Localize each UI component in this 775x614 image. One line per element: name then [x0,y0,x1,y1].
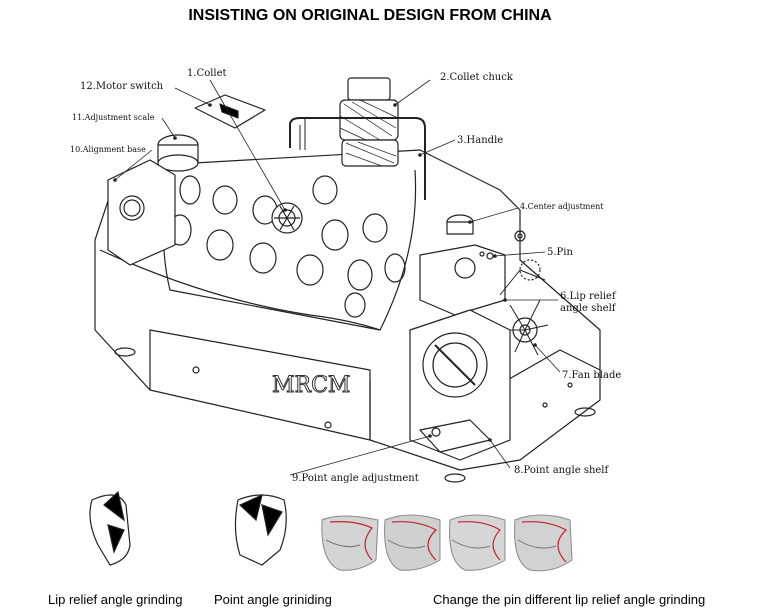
foot-left [114,347,136,357]
callout-alignment-base: 10.Alignment base [70,145,146,154]
drill-tip-photo-4 [514,514,573,572]
base-plate [489,349,601,391]
fan-blade-part [499,259,549,356]
foot-right [574,407,596,417]
alignment-base-part [107,159,176,266]
callout-motor-switch: 12.Motor switch [80,81,164,92]
callout-fan-blade: 7.Fan blade [562,370,621,381]
drum-band [99,249,381,331]
callout-lip-relief: 6.Lip relief [560,291,617,302]
foot-front [444,473,466,483]
drum-holes [168,175,406,318]
brand-mark: MRCM [272,373,350,398]
adjustment-scale-part [157,134,199,172]
callout-center-adjustment: 4.Center adjustment [520,202,604,211]
center-adjustment-part [446,214,526,242]
drill-point-angle-sketch [234,493,287,566]
leader-lines [114,79,561,476]
point-angle-adjustment-part [431,427,441,437]
motor-switch-part [194,94,266,129]
caption-lip-relief: Lip relief angle grinding [48,592,183,607]
drill-tip-photo-3 [449,514,506,571]
drill-lip-relief-sketch [89,490,131,566]
handle-part [289,117,426,200]
callout-lip-relief-shelf: angle shelf [560,303,617,314]
page-title: INSISTING ON ORIGINAL DESIGN FROM CHINA [188,7,552,24]
callout-point-angle-adjustment: 9.Point angle adjustment [292,473,419,484]
drum-cover [162,169,417,331]
upper-right-block [419,244,506,316]
caption-change-pin: Change the pin different lip relief angl… [433,592,706,607]
machine-body-outline [94,149,601,471]
collet-part [271,202,303,234]
callout-pin: 5.Pin [547,247,573,258]
drill-tip-photos [321,514,573,572]
drill-tip-photo-2 [384,514,441,571]
leader-dots [113,103,537,442]
callout-collet-chuck: 2.Collet chuck [440,72,514,83]
collet-chuck-part [339,77,399,167]
callout-point-angle-shelf: 8.Point angle shelf [514,465,610,476]
callout-adjustment-scale: 11.Adjustment scale [72,113,155,122]
point-angle-shelf-part [409,309,511,461]
drill-tip-photo-1 [321,515,379,571]
pin-part [486,252,494,260]
callout-handle: 3.Handle [457,135,503,146]
caption-point-angle: Point angle griniding [214,592,332,607]
callout-collet: 1.Collet [187,68,227,79]
